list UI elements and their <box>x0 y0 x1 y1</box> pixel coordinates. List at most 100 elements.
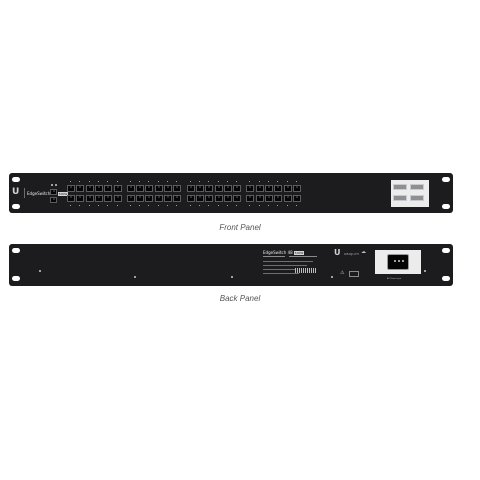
rj45-port <box>265 195 273 202</box>
rj45-port <box>292 195 301 202</box>
port-led <box>107 205 109 206</box>
rj45-port <box>145 185 154 192</box>
port-led <box>189 181 191 182</box>
rj45-port <box>214 185 223 192</box>
rj45-port <box>154 185 163 192</box>
rj45-port <box>233 185 242 192</box>
sfp-port <box>410 195 424 201</box>
port-led <box>258 181 260 182</box>
rj45-port <box>223 185 232 192</box>
rack-ear-hole-right-top <box>442 248 450 253</box>
port-led <box>295 205 297 206</box>
rj45-port <box>233 195 242 202</box>
port-led <box>268 205 269 206</box>
port-led <box>226 181 228 182</box>
port-led <box>70 205 71 206</box>
rj45-port <box>246 185 255 192</box>
brand-name: UBIQUITI <box>344 252 360 256</box>
status-led <box>51 184 53 186</box>
rj45-port <box>145 195 154 202</box>
rj45-port <box>94 185 103 192</box>
port-led <box>217 181 219 182</box>
rj45-port <box>292 185 301 192</box>
rj45-port <box>274 185 283 192</box>
port-led <box>226 205 228 206</box>
rj45-port <box>126 195 135 202</box>
port-led <box>88 205 90 206</box>
rj45-port <box>76 185 85 192</box>
port-led <box>295 181 297 182</box>
port-led <box>116 181 118 182</box>
rj45-port <box>94 195 103 202</box>
console-port <box>50 197 57 203</box>
port-led <box>208 181 210 182</box>
rj45-port <box>154 195 163 202</box>
cloud-icon: ☁ <box>361 249 366 255</box>
back-panel-caption: Back Panel <box>219 294 261 303</box>
screw <box>134 276 136 278</box>
rj45-port <box>85 195 94 202</box>
front-panel-caption: Front Panel <box>219 223 261 232</box>
rj45-port <box>223 195 232 202</box>
rj45-port <box>67 195 75 202</box>
rj45-port <box>113 185 122 192</box>
port-led <box>97 205 99 206</box>
rack-ear-hole-left-bottom <box>12 276 20 281</box>
inlet-pin <box>402 260 404 262</box>
rj45-port <box>85 185 94 192</box>
rack-ear-hole-left-top <box>12 248 20 253</box>
screw <box>39 270 41 272</box>
model-badge: 500W <box>57 192 69 196</box>
rj45-port <box>283 185 292 192</box>
port-led <box>148 181 150 182</box>
port-led <box>116 205 118 206</box>
port-led <box>70 181 71 182</box>
rj45-port <box>173 195 182 202</box>
rj45-port <box>195 185 204 192</box>
port-led <box>167 205 168 206</box>
rj45-port <box>214 195 223 202</box>
rj45-port <box>76 195 85 202</box>
rj45-port <box>113 195 122 202</box>
port-led <box>176 205 178 206</box>
port-led <box>148 205 150 206</box>
rj45-port <box>255 195 264 202</box>
inlet-pin <box>398 260 400 262</box>
port-led <box>286 205 288 206</box>
power-input-label: AC Power Input <box>387 278 402 280</box>
rj45-port <box>126 185 135 192</box>
regulatory-label <box>263 256 319 280</box>
rj45-port <box>186 185 195 192</box>
rj45-port <box>283 195 292 202</box>
port-led <box>79 205 81 206</box>
screw <box>331 276 333 278</box>
back-model-label-text: EdgeSwitch 48 <box>263 250 293 255</box>
rj45-port <box>67 185 75 192</box>
power-inlet-socket <box>387 254 409 270</box>
port-led <box>268 181 269 182</box>
sfp-port <box>393 195 407 201</box>
port-led <box>249 181 251 182</box>
port-led <box>129 205 131 206</box>
rj45-port <box>164 185 172 192</box>
port-led <box>139 181 141 182</box>
port-led <box>277 181 279 182</box>
port-led <box>129 181 131 182</box>
port-led <box>249 205 251 206</box>
back-model-badge: 500W <box>293 251 305 255</box>
port-led <box>176 181 178 182</box>
rj45-port <box>104 195 113 202</box>
port-led <box>139 205 141 206</box>
rj45-port <box>186 195 195 202</box>
barcode <box>295 268 317 273</box>
port-led <box>277 205 279 206</box>
rj45-port <box>246 195 255 202</box>
rj45-port <box>205 195 214 202</box>
sfp-port <box>410 184 424 190</box>
rj45-port <box>265 185 273 192</box>
port-led <box>88 181 90 182</box>
port-led <box>107 181 109 182</box>
rack-ear-hole-right-top <box>442 177 450 182</box>
